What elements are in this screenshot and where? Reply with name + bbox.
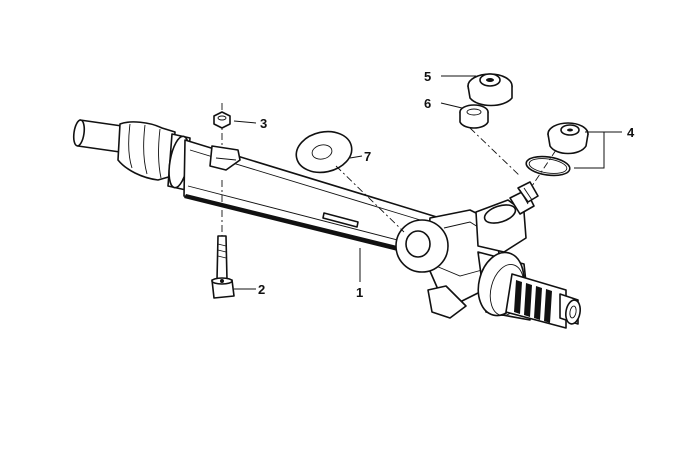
callout-7: 7 [364,149,371,164]
callout-1: 1 [356,285,363,300]
mounting-bolt [211,180,235,299]
leader-lines [233,75,622,290]
hex-nut [213,103,231,146]
dust-cover-disc [295,130,405,233]
callout-3: 3 [260,116,267,131]
callout-2: 2 [258,282,265,297]
callout-5: 5 [424,69,431,84]
steering-rack-housing [72,119,582,329]
callout-4: 4 [627,125,635,140]
seal-and-o-ring [525,122,589,187]
callout-6: 6 [424,96,431,111]
pinion-cap [467,73,513,107]
bearing-bushing [459,104,521,177]
